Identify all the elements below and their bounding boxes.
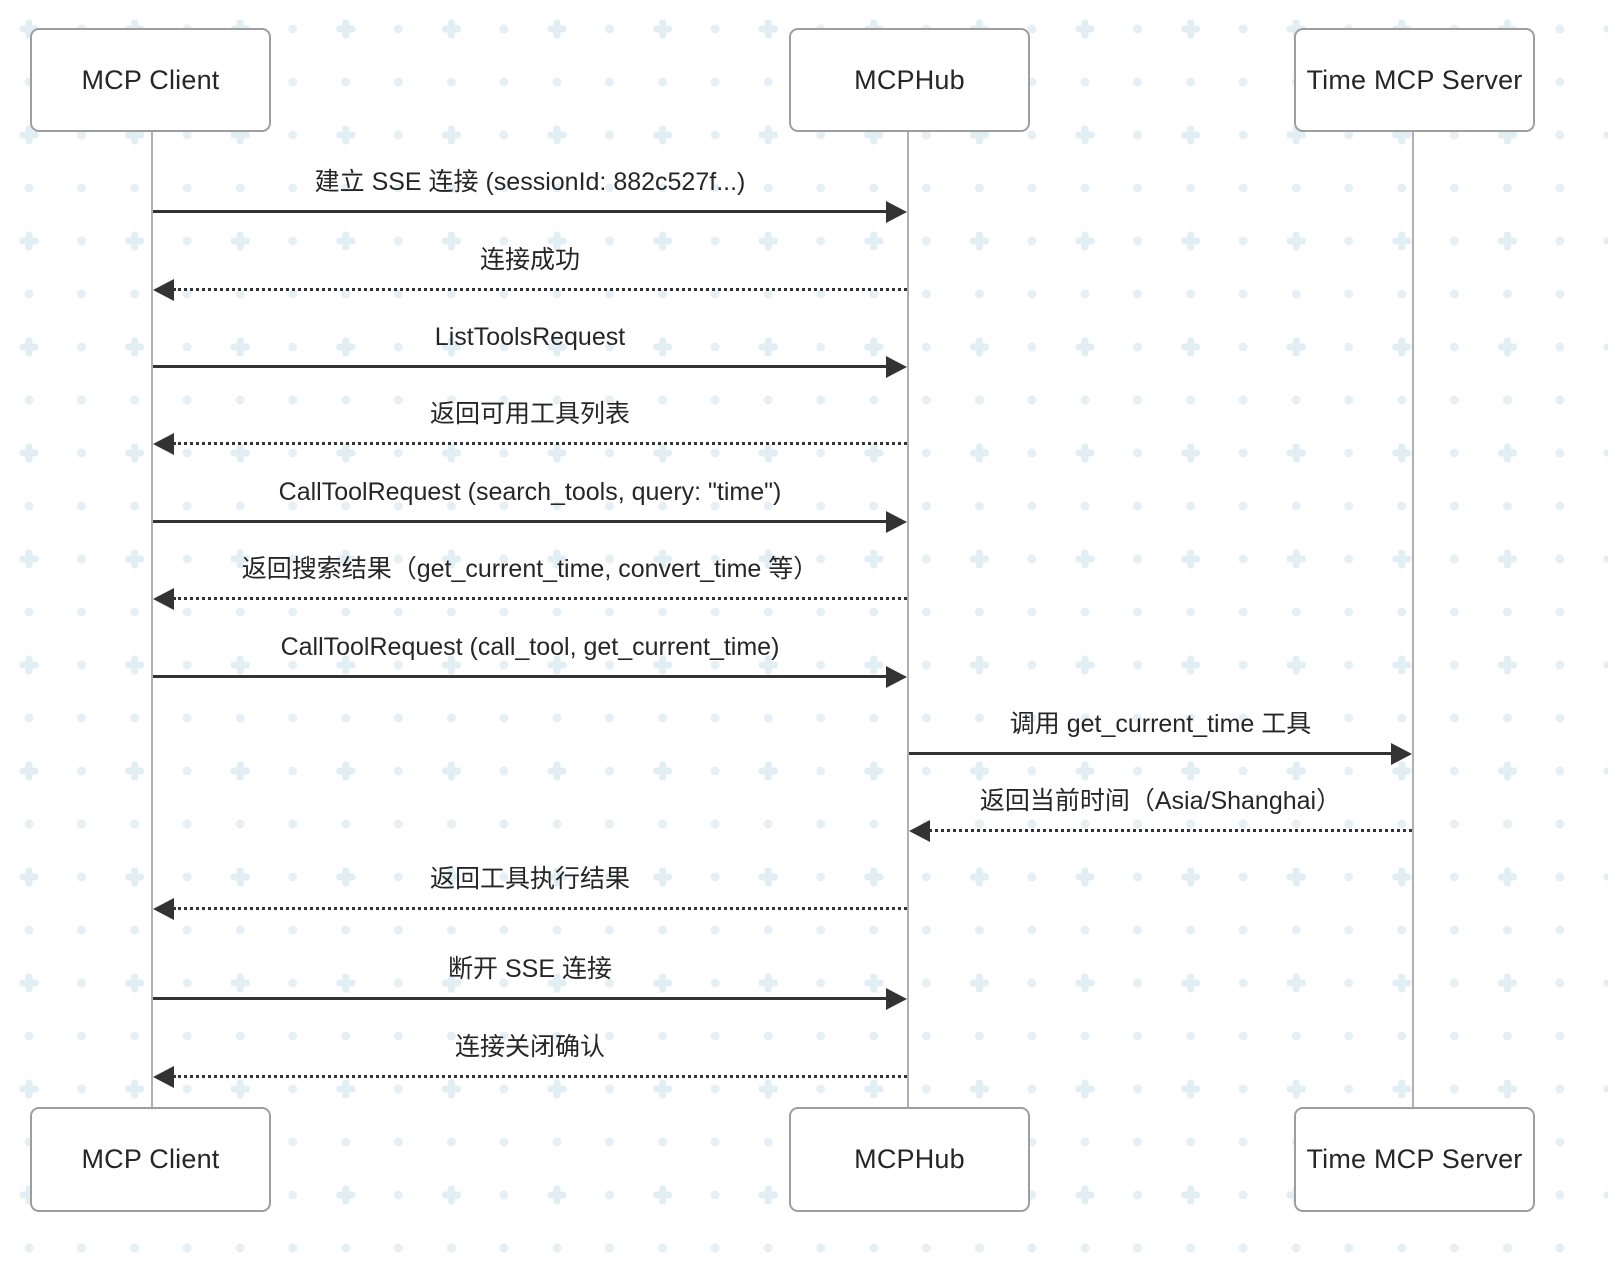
participant-box-server-bottom[interactable]: Time MCP Server bbox=[1294, 1107, 1535, 1212]
arrowhead-left-icon bbox=[153, 1065, 175, 1088]
message-line-3 bbox=[153, 365, 887, 368]
arrowhead-left-icon bbox=[153, 587, 175, 610]
participant-label-hub: MCPHub bbox=[854, 64, 965, 95]
message-line-7 bbox=[153, 675, 887, 678]
arrowhead-right-icon bbox=[885, 665, 907, 688]
message-label-8: 调用 get_current_time 工具 bbox=[1009, 710, 1312, 738]
arrowhead-right-icon bbox=[1390, 742, 1412, 765]
arrowhead-left-icon bbox=[153, 278, 175, 301]
message-label-6: 返回搜索结果（get_current_time, convert_time 等） bbox=[241, 555, 819, 583]
participant-label-hub: MCPHub bbox=[854, 1144, 965, 1174]
message-line-1 bbox=[153, 210, 887, 213]
arrowhead-left-icon bbox=[909, 819, 931, 842]
message-label-7: CallToolRequest (call_tool, get_current_… bbox=[280, 633, 780, 661]
message-label-3: ListToolsRequest bbox=[434, 323, 626, 351]
message-label-10: 返回工具执行结果 bbox=[429, 865, 630, 893]
participant-box-client-top[interactable]: MCP Client bbox=[30, 28, 271, 132]
arrowhead-right-icon bbox=[885, 510, 907, 533]
participant-label-server: Time MCP Server bbox=[1306, 64, 1523, 95]
message-label-1: 建立 SSE 连接 (sessionId: 882c527f...) bbox=[314, 168, 746, 196]
message-line-2 bbox=[173, 288, 907, 291]
message-line-12 bbox=[173, 1075, 907, 1078]
message-line-9 bbox=[929, 829, 1412, 832]
lifeline-server bbox=[1411, 132, 1415, 1107]
participant-box-hub-bottom[interactable]: MCPHub bbox=[789, 1107, 1030, 1212]
arrowhead-right-icon bbox=[885, 200, 907, 223]
message-label-2: 连接成功 bbox=[479, 246, 580, 274]
message-line-6 bbox=[173, 597, 907, 600]
participant-label-server: Time MCP Server bbox=[1306, 1144, 1523, 1174]
participant-label-client: MCP Client bbox=[81, 64, 220, 95]
arrowhead-right-icon bbox=[885, 355, 907, 378]
arrowhead-left-icon bbox=[153, 432, 175, 455]
message-line-8 bbox=[909, 752, 1392, 755]
participant-box-server-top[interactable]: Time MCP Server bbox=[1294, 28, 1535, 132]
message-label-5: CallToolRequest (search_tools, query: "t… bbox=[278, 478, 782, 506]
message-line-5 bbox=[153, 520, 887, 523]
message-line-10 bbox=[173, 907, 907, 910]
participant-box-hub-top[interactable]: MCPHub bbox=[789, 28, 1030, 132]
arrowhead-right-icon bbox=[885, 987, 907, 1010]
participant-box-client-bottom[interactable]: MCP Client bbox=[30, 1107, 271, 1212]
message-label-9: 返回当前时间（Asia/Shanghai） bbox=[979, 787, 1342, 815]
message-label-12: 连接关闭确认 bbox=[454, 1033, 605, 1061]
message-label-4: 返回可用工具列表 bbox=[429, 400, 630, 428]
participant-label-client: MCP Client bbox=[81, 1144, 220, 1174]
message-label-11: 断开 SSE 连接 bbox=[448, 955, 612, 983]
message-line-11 bbox=[153, 997, 887, 1000]
message-line-4 bbox=[173, 442, 907, 445]
arrowhead-left-icon bbox=[153, 897, 175, 920]
